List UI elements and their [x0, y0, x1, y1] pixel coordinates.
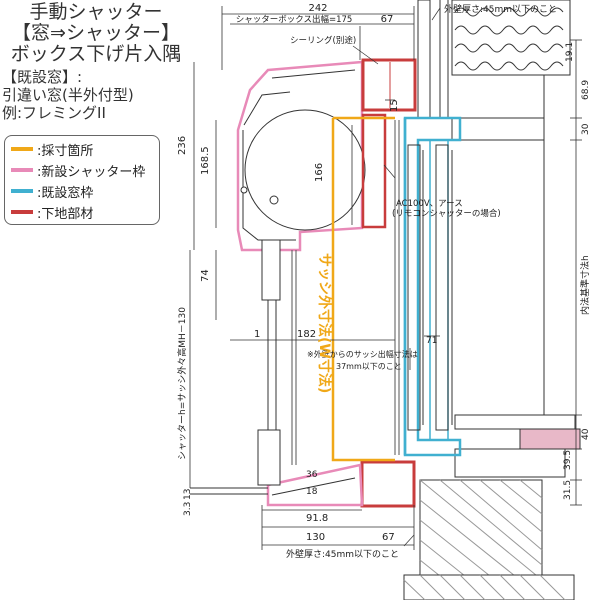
bottom-wall-note: 外壁厚さ:45mm以下のこと — [286, 548, 399, 560]
sealing-label: シーリング(別途) — [290, 35, 356, 46]
title-line: 手動シャッター — [29, 1, 163, 23]
shutter-box — [236, 60, 366, 252]
dim-36: 36 — [306, 470, 318, 480]
existing-window-info: 【既設窓】: 引違い窓(半外付型) 例:フレミングII — [2, 68, 134, 122]
top-wall-note: 外壁厚さ:45mm以下のこと — [444, 3, 557, 15]
sash-size-label: サッシ外寸法(W寸法) — [316, 253, 333, 393]
dim-68-9: 68.9 — [581, 80, 591, 100]
legend-item-new-frame: :新設シャッター枠 — [11, 160, 145, 180]
dim-67-bottom: 67 — [382, 532, 395, 543]
legend-item-base-member: :下地部材 — [11, 202, 93, 222]
page-title: 手動シャッター 【窓⇒シャッター】 ボックス下げ片入隅 — [6, 2, 186, 65]
dim-3-3: 3.3 — [183, 502, 193, 516]
shutter-slats — [291, 120, 400, 465]
existing-window-example: 例:フレミングII — [2, 104, 106, 122]
dim-box-width: シャッターボックス出幅=175 — [236, 14, 353, 25]
sash-note-2: 37mm以下のこと — [336, 362, 402, 371]
legend-label: :既設窓枠 — [37, 185, 94, 201]
legend-swatch — [11, 189, 33, 193]
sash-note-1: ※外壁からのサッシ出幅寸法は — [307, 349, 418, 359]
dim-236: 236 — [177, 136, 188, 155]
leader-lines — [352, 7, 441, 547]
dim-15: 15 — [389, 99, 400, 112]
dimension-lines — [189, 6, 582, 550]
dim-13: 13 — [183, 489, 193, 500]
dim-19-1: 19.1 — [565, 42, 575, 62]
dim-130: 130 — [306, 532, 325, 543]
base-members — [360, 58, 417, 508]
dim-91-8: 91.8 — [306, 513, 328, 524]
dim-67-top: 67 — [381, 14, 394, 25]
guide-rail — [190, 239, 281, 495]
dim-74: 74 — [200, 269, 211, 282]
title-line: 【窓⇒シャッター】 — [12, 22, 180, 44]
legend-label: :下地部材 — [37, 206, 94, 222]
dim-168-5: 168.5 — [200, 146, 211, 175]
inner-height-label: 内法基準寸法h — [579, 255, 591, 315]
legend-label: :新設シャッター枠 — [37, 164, 146, 180]
dim-166: 166 — [314, 163, 325, 182]
title-line: ボックス下げ片入隅 — [10, 43, 182, 65]
dim-1: 1 — [254, 329, 260, 340]
dim-40: 40 — [581, 428, 591, 440]
legend-item-existing-frame: :既設窓枠 — [11, 181, 93, 201]
legend-swatch — [11, 168, 33, 172]
dim-30: 30 — [581, 123, 591, 135]
measure-lines — [331, 116, 395, 462]
wall-structure — [403, 0, 581, 600]
legend-label: :採寸箇所 — [37, 143, 94, 159]
dim-31-5: 31.5 — [563, 480, 573, 500]
bottom-box — [266, 463, 364, 507]
remote-label: (リモコンシャッターの場合) — [392, 208, 501, 219]
legend: :採寸箇所 :新設シャッター枠 :既設窓枠 :下地部材 — [4, 135, 160, 225]
legend-swatch — [11, 147, 33, 151]
dim-242: 242 — [308, 3, 327, 14]
existing-window-heading: 【既設窓】: — [2, 68, 83, 86]
legend-item-measure: :採寸箇所 — [11, 139, 93, 159]
dim-182: 182 — [297, 329, 316, 340]
existing-window-type: 引違い窓(半外付型) — [2, 86, 134, 104]
dim-39-5: 39.5 — [563, 450, 573, 470]
dim-18: 18 — [306, 487, 318, 497]
shutter-height-label: シャッターh=サッシ外々高MH－130 — [176, 307, 188, 460]
legend-swatch — [11, 210, 33, 214]
dim-71: 71 — [426, 336, 437, 346]
power-label: AC100V、アース — [396, 199, 463, 209]
window-sashes — [407, 144, 453, 431]
